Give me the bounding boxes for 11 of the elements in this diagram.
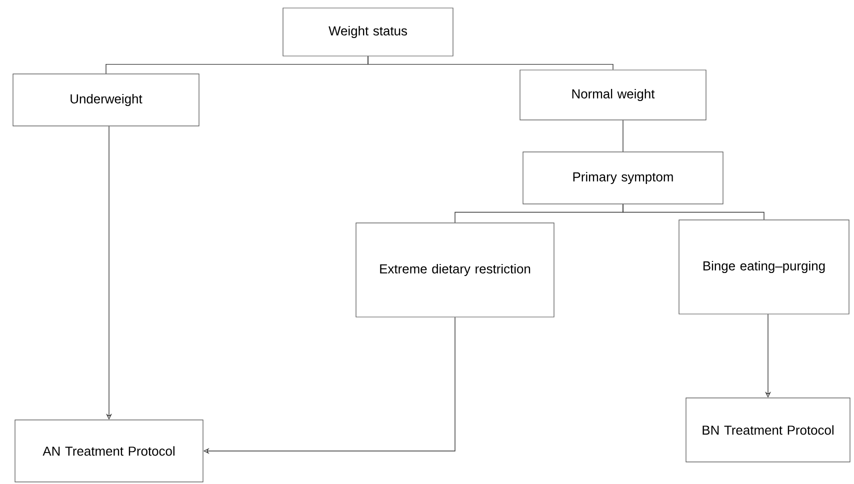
connector: [622, 120, 624, 152]
process-box: Normal weight: [520, 70, 706, 120]
process-box: BN Treatment Protocol: [686, 398, 850, 462]
process-box: Primary symptom: [522, 152, 724, 204]
process-box: Weight status: [282, 8, 454, 56]
process-box: Underweight: [12, 74, 200, 126]
connector: [622, 204, 764, 220]
process-box: Binge eating–purging: [678, 220, 850, 314]
process-box: AN Treatment Protocol: [14, 420, 204, 482]
process-box: Extreme dietary restriction: [356, 222, 554, 318]
connector: [368, 56, 614, 70]
